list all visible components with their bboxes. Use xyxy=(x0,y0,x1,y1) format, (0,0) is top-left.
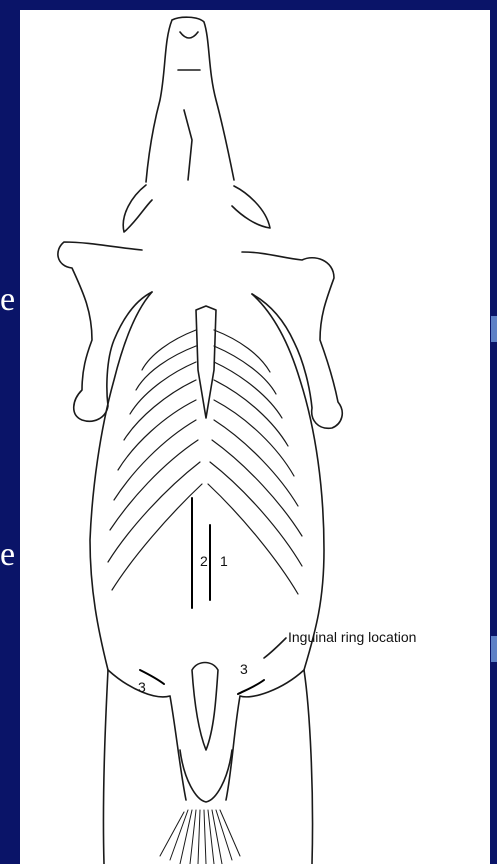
hind-right xyxy=(304,670,313,864)
incision-line-3-right xyxy=(238,680,264,694)
tail xyxy=(160,810,240,864)
sheath xyxy=(192,663,218,751)
udder-area xyxy=(180,750,232,802)
edge-accent-strip xyxy=(491,636,497,662)
callout-leader xyxy=(264,638,286,658)
hind-left xyxy=(103,670,108,864)
right-ear xyxy=(232,186,270,228)
torso-left-outline xyxy=(90,292,152,670)
horse-ventral-diagram: 1 2 3 3 Inguinal ring location xyxy=(20,10,490,864)
left-forelimb xyxy=(58,242,152,421)
sternum xyxy=(196,306,216,418)
incision-label-3-right: 3 xyxy=(240,661,248,677)
left-ear xyxy=(123,185,152,232)
incision-label-1: 1 xyxy=(220,553,228,569)
incision-label-2: 2 xyxy=(200,553,208,569)
right-forelimb xyxy=(242,252,342,428)
groin-right xyxy=(226,670,304,800)
groin-left xyxy=(108,670,186,800)
left-ribs xyxy=(108,330,202,590)
callout-inguinal-ring: Inguinal ring location xyxy=(288,629,416,645)
head-detail xyxy=(178,32,200,180)
torso-right-outline xyxy=(252,294,324,670)
incision-label-3-left: 3 xyxy=(138,679,146,695)
slide-text-fragment: e xyxy=(0,283,15,317)
slide-text-fragment: e xyxy=(0,538,15,572)
edge-accent-strip xyxy=(491,316,497,342)
illustration-panel: 1 2 3 3 Inguinal ring location xyxy=(20,10,490,864)
